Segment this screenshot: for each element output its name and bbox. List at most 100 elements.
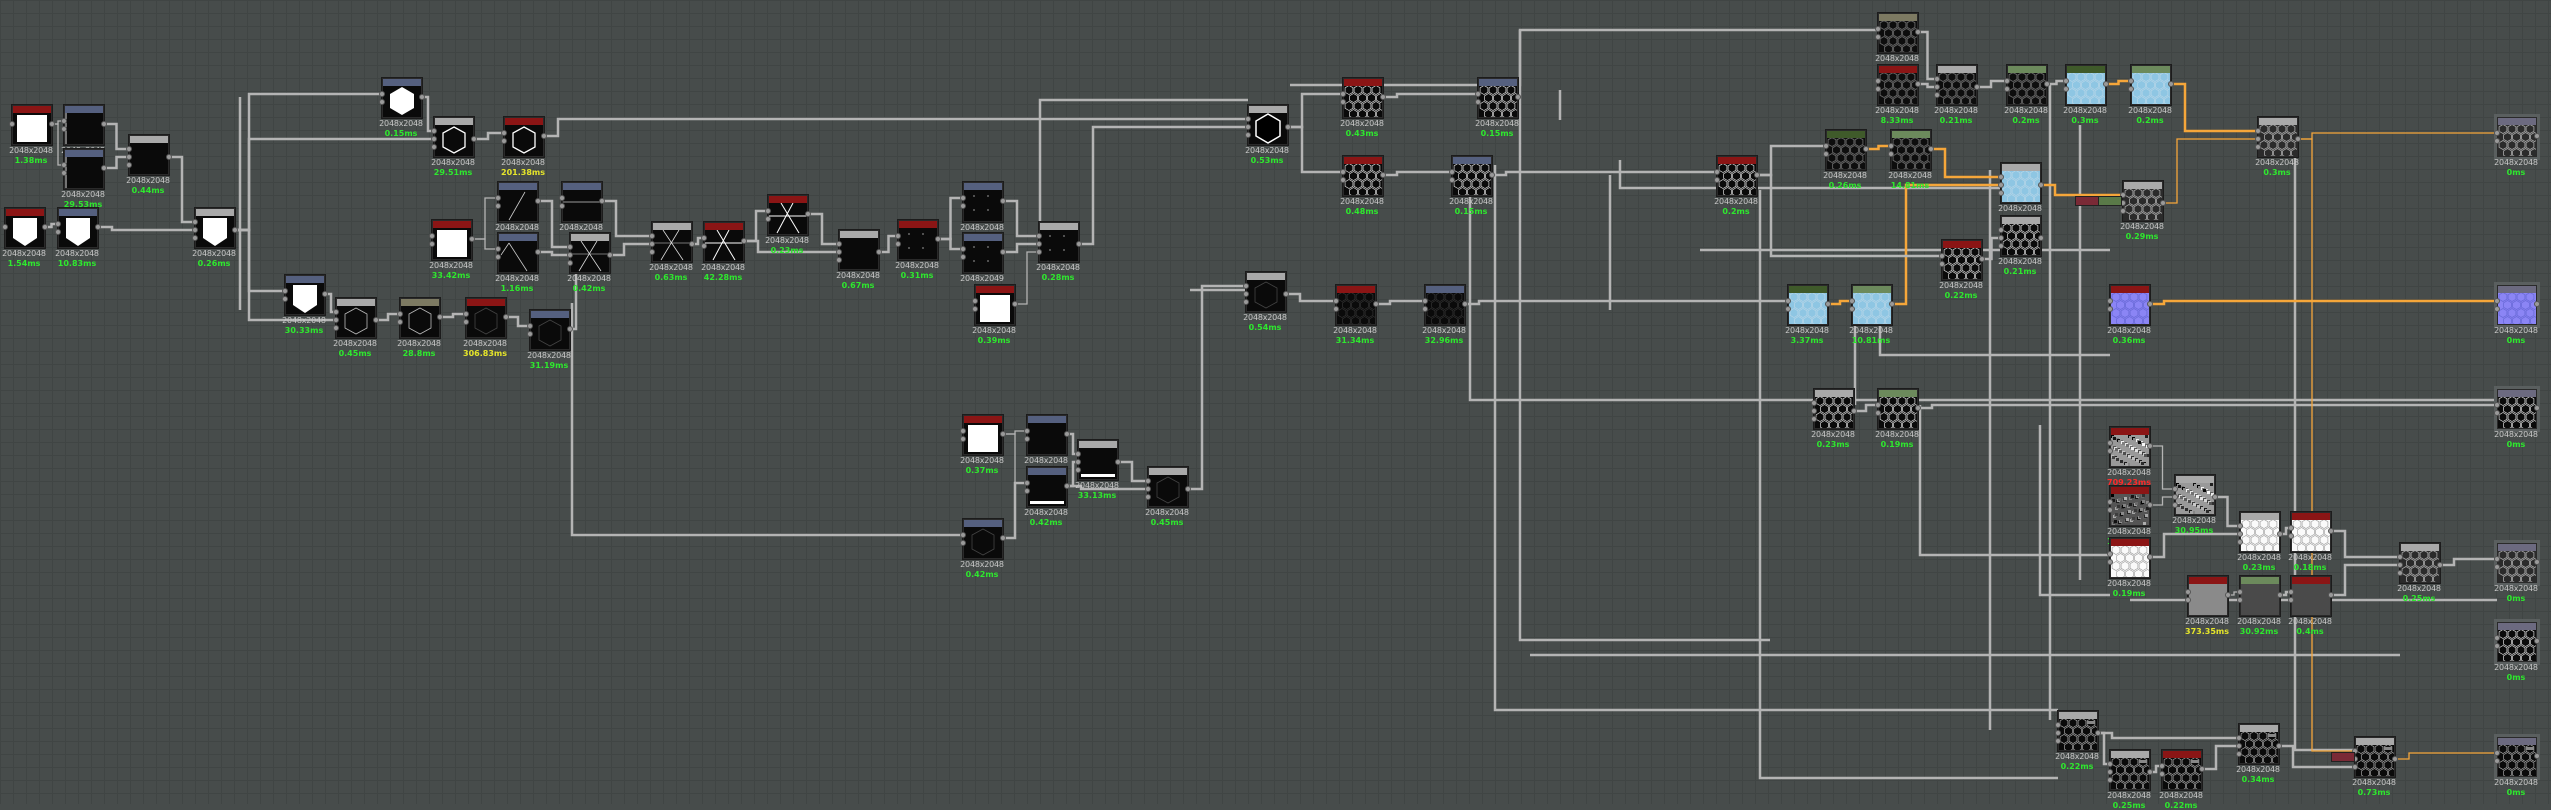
input-port[interactable] xyxy=(1998,174,2004,180)
input-port[interactable] xyxy=(2397,554,2403,560)
input-port[interactable] xyxy=(1811,416,1817,422)
output-port[interactable] xyxy=(1185,486,1191,492)
connection-wire[interactable] xyxy=(2202,744,2239,771)
input-port[interactable] xyxy=(2055,730,2061,736)
input-port[interactable] xyxy=(1145,478,1151,484)
input-port[interactable] xyxy=(1998,190,2004,196)
output-port[interactable] xyxy=(1489,172,1495,178)
connection-wire[interactable] xyxy=(610,242,652,257)
output-port[interactable] xyxy=(1076,241,1082,247)
graph-node[interactable] xyxy=(2162,750,2202,790)
connection-wire[interactable] xyxy=(2331,563,2400,597)
input-port[interactable] xyxy=(192,219,198,225)
input-port[interactable] xyxy=(1998,227,2004,233)
input-port[interactable] xyxy=(765,216,771,222)
graph-node[interactable] xyxy=(2240,512,2280,552)
connection-wire[interactable] xyxy=(879,234,898,254)
graph-node[interactable] xyxy=(1246,272,1286,312)
input-port[interactable] xyxy=(463,311,469,317)
output-port[interactable] xyxy=(232,227,238,233)
connection-wire[interactable] xyxy=(1003,199,1039,238)
connection-wire-active[interactable] xyxy=(2171,82,2258,133)
input-port[interactable] xyxy=(1475,99,1481,105)
collapsed-node-chip[interactable] xyxy=(2331,752,2355,762)
connection-wire[interactable] xyxy=(1918,403,2497,410)
graph-node[interactable] xyxy=(2497,737,2537,777)
connection-wire-active[interactable] xyxy=(2150,299,2497,306)
graph-node[interactable] xyxy=(2188,576,2228,616)
connection-wire[interactable] xyxy=(1518,30,1770,642)
graph-node[interactable] xyxy=(1027,467,1067,507)
output-port[interactable] xyxy=(1380,94,1386,100)
input-port[interactable] xyxy=(2055,722,2061,728)
connection-wire[interactable] xyxy=(1977,79,2007,89)
graph-node[interactable] xyxy=(2240,576,2280,616)
input-port[interactable] xyxy=(126,146,132,152)
output-port[interactable] xyxy=(1462,301,1468,307)
output-port[interactable] xyxy=(1285,124,1291,130)
connection-wire-active[interactable] xyxy=(1931,147,2001,179)
graph-node[interactable] xyxy=(1078,440,1118,480)
input-port[interactable] xyxy=(1875,86,1881,92)
input-port[interactable] xyxy=(2107,298,2113,304)
graph-node[interactable] xyxy=(64,105,104,145)
graph-node[interactable] xyxy=(1878,65,1918,105)
input-port[interactable] xyxy=(463,319,469,325)
connection-wire[interactable] xyxy=(98,225,195,232)
collapsed-node-chip[interactable] xyxy=(2098,196,2122,206)
graph-node[interactable] xyxy=(2123,181,2163,221)
input-port[interactable] xyxy=(2063,86,2069,92)
input-port[interactable] xyxy=(1340,99,1346,105)
input-port[interactable] xyxy=(2172,494,2178,500)
input-port[interactable] xyxy=(2120,192,2126,198)
output-port[interactable] xyxy=(567,326,573,332)
output-port[interactable] xyxy=(1825,301,1831,307)
graph-node[interactable] xyxy=(839,230,879,270)
graph-node[interactable] xyxy=(963,182,1003,222)
connection-wire[interactable] xyxy=(235,137,434,232)
output-port[interactable] xyxy=(1064,483,1070,489)
input-port[interactable] xyxy=(2494,130,2500,136)
output-port[interactable] xyxy=(535,249,541,255)
connection-wire[interactable] xyxy=(2047,79,2066,86)
graph-node[interactable] xyxy=(570,233,610,273)
output-port[interactable] xyxy=(1974,84,1980,90)
input-port[interactable] xyxy=(1875,410,1881,416)
input-port[interactable] xyxy=(649,241,655,247)
input-port[interactable] xyxy=(1036,233,1042,239)
input-port[interactable] xyxy=(1245,124,1251,130)
graph-node[interactable] xyxy=(1878,389,1918,429)
connection-wire[interactable] xyxy=(104,155,129,170)
graph-node[interactable] xyxy=(64,149,104,189)
output-port[interactable] xyxy=(2044,81,2050,87)
input-port[interactable] xyxy=(2494,306,2500,312)
connection-wire[interactable] xyxy=(1383,170,1452,177)
output-port[interactable] xyxy=(1863,146,1869,152)
connection-wire[interactable] xyxy=(235,228,336,322)
output-port[interactable] xyxy=(1115,459,1121,465)
output-port[interactable] xyxy=(2392,756,2398,762)
connection-wire[interactable] xyxy=(1003,242,1039,254)
output-port[interactable] xyxy=(935,236,941,242)
input-port[interactable] xyxy=(960,195,966,201)
output-port[interactable] xyxy=(1012,301,1018,307)
output-port[interactable] xyxy=(1064,431,1070,437)
connection-wire[interactable] xyxy=(1067,484,1148,491)
connection-wire[interactable] xyxy=(1918,82,1937,89)
output-port[interactable] xyxy=(49,121,55,127)
input-port[interactable] xyxy=(1934,76,1940,82)
graph-node[interactable] xyxy=(498,233,538,273)
input-port[interactable] xyxy=(527,323,533,329)
input-port[interactable] xyxy=(2494,758,2500,764)
input-port[interactable] xyxy=(836,257,842,263)
input-port[interactable] xyxy=(2,224,8,230)
output-port[interactable] xyxy=(2437,562,2443,568)
input-port[interactable] xyxy=(379,99,385,105)
input-port[interactable] xyxy=(895,233,901,239)
output-port[interactable] xyxy=(469,236,475,242)
input-port[interactable] xyxy=(960,436,966,442)
connection-wire[interactable] xyxy=(472,238,498,250)
output-port[interactable] xyxy=(535,198,541,204)
connection-wire[interactable] xyxy=(938,237,963,251)
graph-node[interactable] xyxy=(2066,65,2106,105)
